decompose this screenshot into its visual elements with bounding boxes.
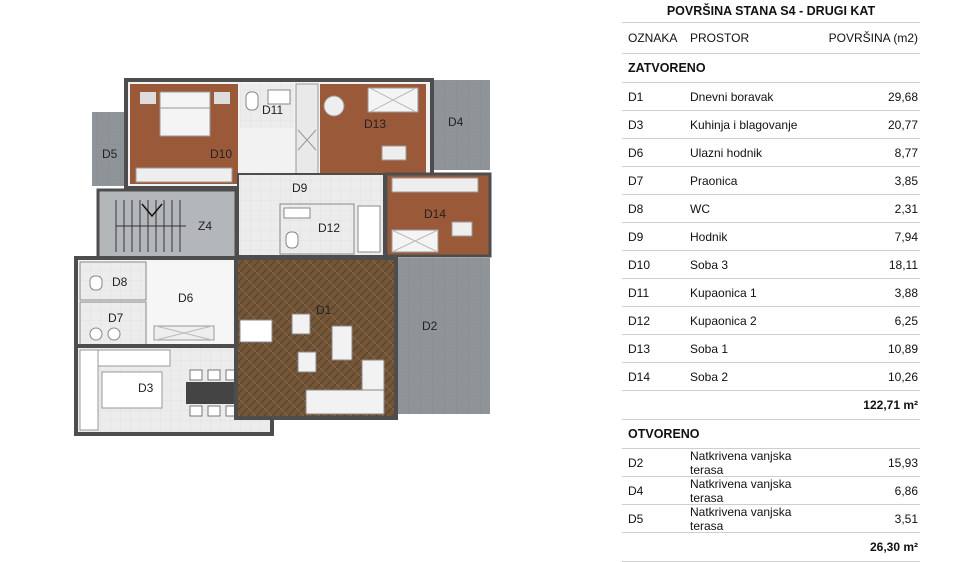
row-code: D14 bbox=[628, 369, 651, 384]
label-d5: D5 bbox=[102, 147, 118, 161]
table-row: D12 Kupaonica 2 6,25 bbox=[622, 307, 920, 335]
row-space: Soba 2 bbox=[690, 369, 729, 384]
floor-plan: D10 D11 D13 D4 D5 D9 D12 D14 Z4 D8 D6 D7… bbox=[74, 78, 492, 436]
row-space: Natkrivena vanjska terasa bbox=[690, 476, 792, 505]
table-row: D11 Kupaonica 1 3,88 bbox=[622, 279, 920, 307]
row-space: Hodnik bbox=[690, 229, 728, 244]
row-space: Praonica bbox=[690, 173, 738, 188]
row-space: Dnevni boravak bbox=[690, 89, 774, 104]
header-area: POVRŠINA (m2) bbox=[828, 31, 918, 45]
table-row: D13 Soba 1 10,89 bbox=[622, 335, 920, 363]
row-space: Kupaonica 2 bbox=[690, 313, 757, 328]
total-closed: 122,71 m² bbox=[622, 391, 920, 420]
row-code: D10 bbox=[628, 257, 651, 272]
area-table: POVRŠINA STANA S4 - DRUGI KAT OZNAKA PRO… bbox=[622, 0, 920, 562]
row-code: D5 bbox=[628, 511, 644, 526]
row-space: Kupaonica 1 bbox=[690, 285, 757, 300]
label-d10: D10 bbox=[210, 147, 232, 161]
terrace-d5 bbox=[92, 112, 130, 186]
row-area: 15,93 bbox=[887, 455, 918, 470]
table-row: D1 Dnevni boravak 29,68 bbox=[622, 83, 920, 111]
table-row: D6 Ulazni hodnik 8,77 bbox=[622, 139, 920, 167]
row-space: Ulazni hodnik bbox=[690, 145, 763, 160]
row-code: D3 bbox=[628, 117, 644, 132]
row-area: 3,51 bbox=[894, 511, 918, 526]
row-area: 6,25 bbox=[894, 313, 918, 328]
table-row: D5 Natkrivena vanjska terasa 3,51 bbox=[622, 505, 920, 533]
label-d9: D9 bbox=[292, 181, 308, 195]
label-d6: D6 bbox=[178, 291, 194, 305]
label-d12: D12 bbox=[318, 221, 340, 235]
row-space: Soba 1 bbox=[690, 341, 729, 356]
label-d13: D13 bbox=[364, 117, 386, 131]
row-code: D6 bbox=[628, 145, 644, 160]
row-area: 20,77 bbox=[887, 117, 918, 132]
row-area: 18,11 bbox=[888, 257, 918, 272]
stairwell-z4 bbox=[96, 188, 238, 262]
row-area: 2,31 bbox=[894, 201, 918, 216]
label-d11: D11 bbox=[262, 103, 283, 117]
row-code: D1 bbox=[628, 89, 644, 104]
row-area: 8,77 bbox=[894, 145, 918, 160]
row-code: D7 bbox=[628, 173, 644, 188]
label-d4: D4 bbox=[448, 115, 464, 129]
row-space: Natkrivena vanjska terasa bbox=[690, 448, 792, 477]
row-code: D2 bbox=[628, 455, 644, 470]
row-space: Natkrivena vanjska terasa bbox=[690, 504, 792, 533]
row-space: Soba 3 bbox=[690, 257, 729, 272]
table-title: POVRŠINA STANA S4 - DRUGI KAT bbox=[622, 0, 920, 23]
row-space: WC bbox=[690, 201, 710, 216]
row-area: 10,26 bbox=[887, 369, 918, 384]
label-d14: D14 bbox=[424, 207, 446, 221]
row-area: 6,86 bbox=[894, 483, 918, 498]
label-d2: D2 bbox=[422, 319, 438, 333]
row-area: 3,88 bbox=[894, 285, 918, 300]
row-code: D13 bbox=[628, 341, 651, 356]
total-open: 26,30 m² bbox=[622, 533, 920, 562]
table-row: D10 Soba 3 18,11 bbox=[622, 251, 920, 279]
table-row: D3 Kuhinja i blagovanje 20,77 bbox=[622, 111, 920, 139]
table-row: D4 Natkrivena vanjska terasa 6,86 bbox=[622, 477, 920, 505]
label-d1: D1 bbox=[316, 303, 332, 317]
terrace-d4 bbox=[430, 80, 490, 170]
row-area: 10,89 bbox=[887, 341, 918, 356]
label-d7: D7 bbox=[108, 311, 124, 325]
row-code: D4 bbox=[628, 483, 644, 498]
label-d8: D8 bbox=[112, 275, 128, 289]
table-row: D9 Hodnik 7,94 bbox=[622, 223, 920, 251]
row-code: D11 bbox=[628, 285, 650, 300]
row-code: D12 bbox=[628, 313, 651, 328]
table-header: OZNAKA PROSTOR POVRŠINA (m2) bbox=[622, 23, 920, 54]
header-space: PROSTOR bbox=[690, 31, 750, 45]
terrace-d2 bbox=[398, 258, 490, 414]
label-d3: D3 bbox=[138, 381, 154, 395]
table-row: D8 WC 2,31 bbox=[622, 195, 920, 223]
section-closed: ZATVORENO bbox=[622, 54, 920, 83]
row-area: 29,68 bbox=[887, 89, 918, 104]
table-row: D14 Soba 2 10,26 bbox=[622, 363, 920, 391]
table-row: D2 Natkrivena vanjska terasa 15,93 bbox=[622, 449, 920, 477]
row-code: D9 bbox=[628, 229, 644, 244]
row-space: Kuhinja i blagovanje bbox=[690, 117, 798, 132]
row-area: 7,94 bbox=[894, 229, 918, 244]
table-row: D7 Praonica 3,85 bbox=[622, 167, 920, 195]
label-z4: Z4 bbox=[198, 219, 212, 233]
row-area: 3,85 bbox=[894, 173, 918, 188]
header-code: OZNAKA bbox=[628, 31, 678, 45]
row-code: D8 bbox=[628, 201, 644, 216]
section-open: OTVORENO bbox=[622, 420, 920, 449]
